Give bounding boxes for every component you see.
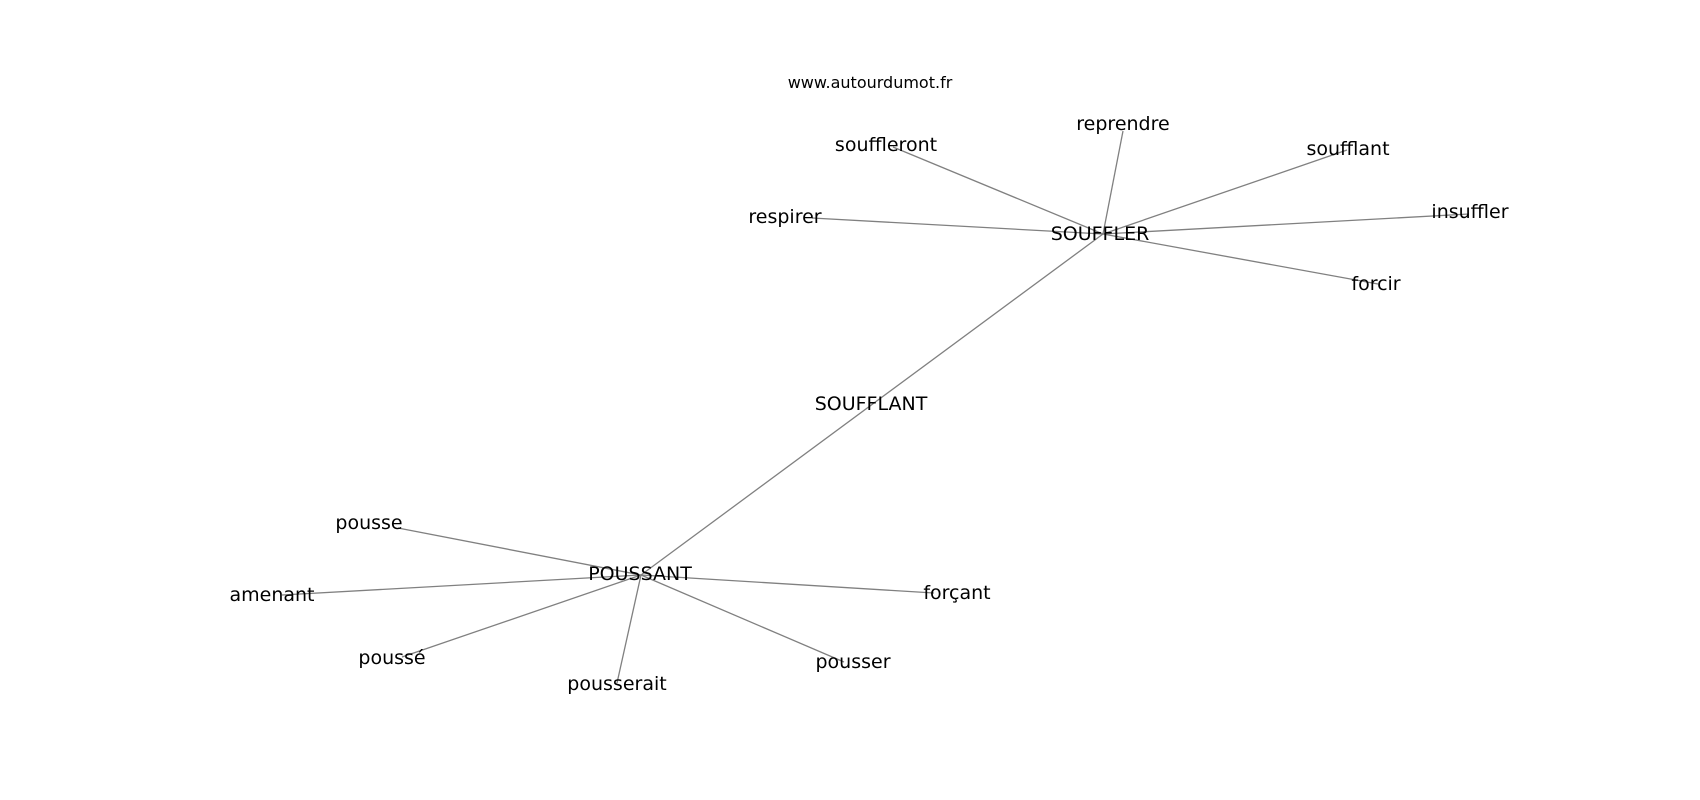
edge-poussant-pousserait: [616, 574, 642, 684]
edge-souffler-reprendre: [1102, 130, 1124, 235]
node-pousse-pp[interactable]: poussé: [358, 647, 425, 669]
node-respirer[interactable]: respirer: [748, 206, 821, 228]
watermark: www.autourdumot.fr: [788, 73, 953, 92]
edge-souffler-poussant: [640, 233, 1104, 576]
edge-poussant-pousse: [397, 527, 642, 576]
node-souffleront[interactable]: souffleront: [835, 134, 937, 156]
node-pousser[interactable]: pousser: [815, 651, 890, 673]
edge-souffler-insuffler: [1102, 213, 1470, 235]
edge-souffler-souffleront: [892, 146, 1104, 235]
edge-souffler-soufflant: [1102, 149, 1348, 235]
node-reprendre[interactable]: reprendre: [1076, 113, 1169, 135]
node-pousse[interactable]: pousse: [335, 512, 402, 534]
edge-poussant-pousser: [640, 574, 845, 663]
node-pousserait[interactable]: pousserait: [567, 673, 666, 695]
node-amenant[interactable]: amenant: [229, 584, 314, 606]
edge-souffler-forcir: [1102, 233, 1379, 285]
node-poussant[interactable]: POUSSANT: [588, 563, 692, 585]
edge-poussant-forcant: [640, 574, 935, 594]
node-forcant[interactable]: forçant: [923, 582, 990, 604]
edge-poussant-amenant: [281, 574, 642, 596]
edge-souffler-respirer: [811, 217, 1104, 235]
node-soufflant[interactable]: soufflant: [1306, 138, 1389, 160]
graph-node-labels: SOUFFLER SOUFFLANT POUSSANT souffleront …: [229, 113, 1508, 695]
node-souffler[interactable]: SOUFFLER: [1051, 223, 1150, 245]
node-soufflant-center[interactable]: SOUFFLANT: [815, 393, 928, 415]
edge-poussant-pousse-pp: [401, 574, 642, 658]
node-forcir[interactable]: forcir: [1351, 273, 1400, 295]
graph-edges: [281, 130, 1470, 684]
node-insuffler[interactable]: insuffler: [1431, 201, 1508, 223]
